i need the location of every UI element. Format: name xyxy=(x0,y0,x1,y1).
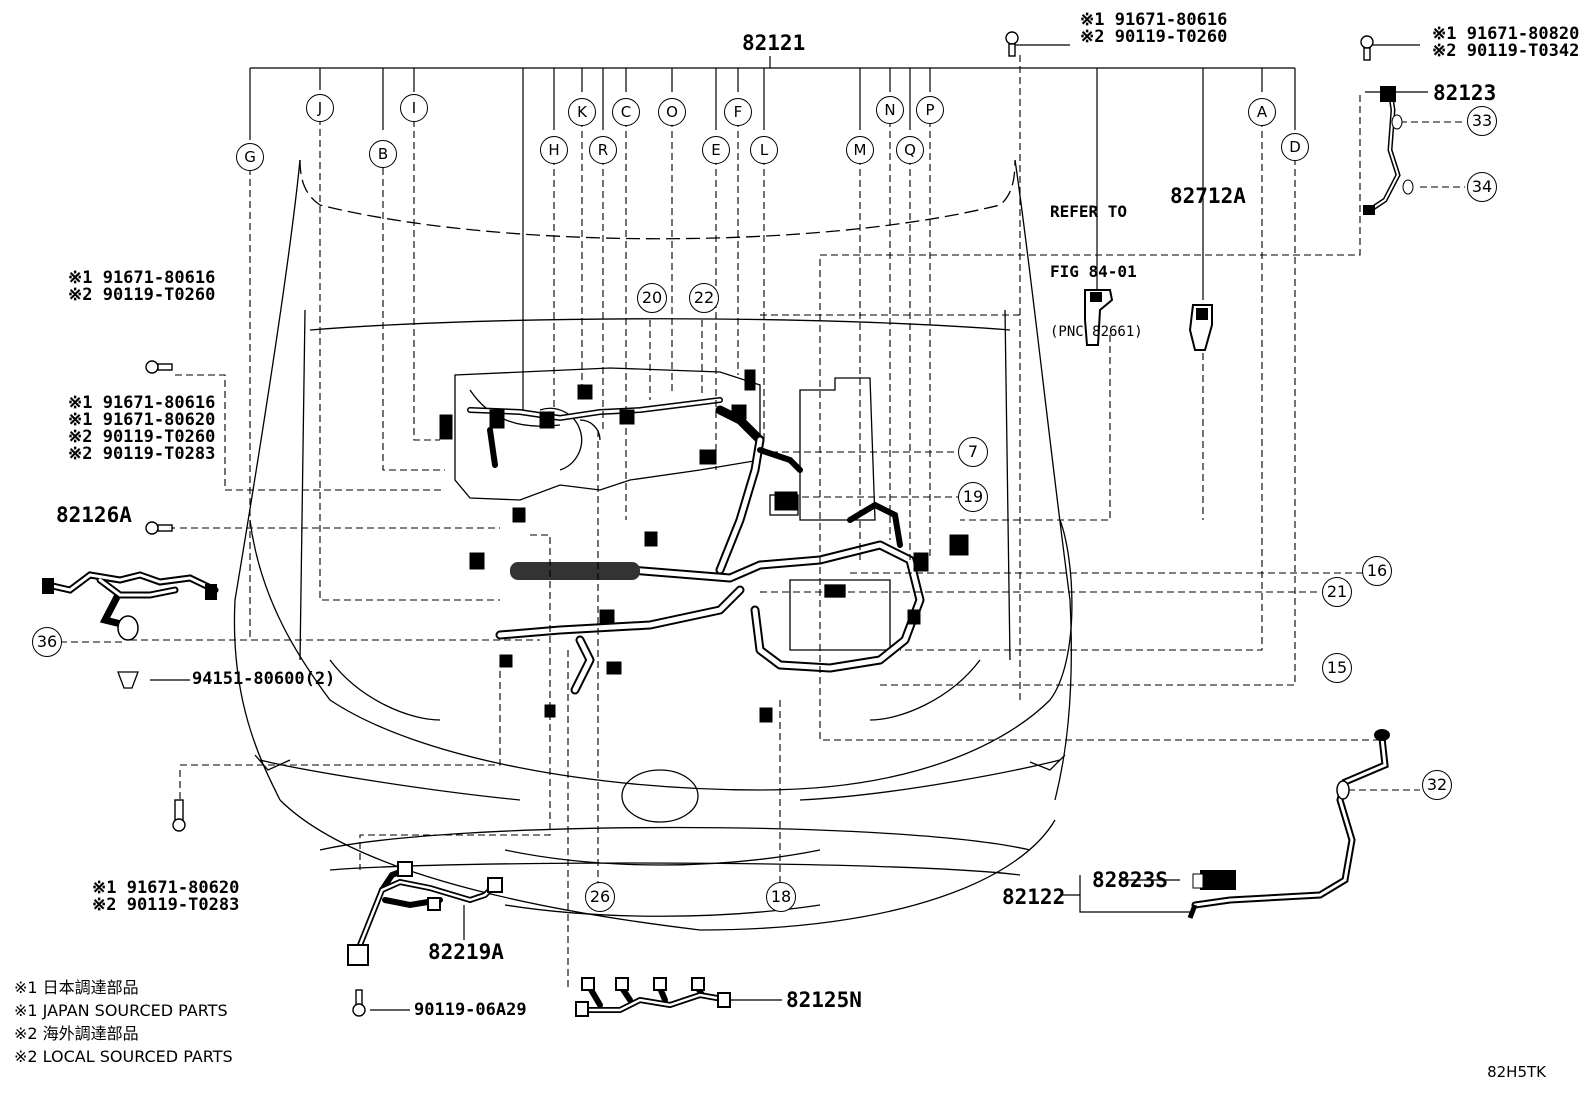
callout-O: O xyxy=(658,98,686,126)
engine-cover xyxy=(454,367,761,501)
refer-line-2: FIG 84-01 xyxy=(1050,262,1137,281)
illustration-code: 82H5TK xyxy=(1487,1063,1546,1081)
callout-Q: Q xyxy=(896,136,924,164)
callout-P: P xyxy=(916,96,944,124)
fastener-left-upper: ※1 91671-80616 ※2 90119-T0260 xyxy=(68,268,216,305)
callout-32: 32 xyxy=(1422,770,1452,800)
refer-line-1: REFER TO xyxy=(1050,202,1128,221)
fastener-bottom-bolt: 90119-06A29 xyxy=(414,1000,527,1020)
legend-line-2: ※1 JAPAN SOURCED PARTS xyxy=(14,1001,228,1020)
bumper-outline xyxy=(249,519,1073,791)
callout-33: 33 xyxy=(1467,106,1497,136)
part-number-82122: 82122 xyxy=(1002,885,1066,909)
fastener-left-middle: ※1 91671-80616 ※1 91671-80620 ※2 90119-T… xyxy=(68,393,216,464)
callout-20: 20 xyxy=(637,283,667,313)
part-number-82823S: 82823S xyxy=(1092,868,1168,892)
callout-7: 7 xyxy=(958,437,988,467)
callout-D: D xyxy=(1281,133,1309,161)
legend-line-4: ※2 LOCAL SOURCED PARTS xyxy=(14,1047,233,1066)
legend-line-3: ※2 海外調達部品 xyxy=(14,1024,139,1043)
callout-M: M xyxy=(846,136,874,164)
callout-J: J xyxy=(306,94,334,122)
callout-22: 22 xyxy=(689,283,719,313)
hood-outline xyxy=(233,159,301,801)
part-number-82123: 82123 xyxy=(1433,81,1497,105)
part-number-82121: 82121 xyxy=(742,31,806,55)
callout-18: 18 xyxy=(766,882,796,912)
part-number-82219A: 82219A xyxy=(428,940,504,964)
callout-N: N xyxy=(876,96,904,124)
callout-C: C xyxy=(612,98,640,126)
fastener-clip: 94151-80600(2) xyxy=(192,669,336,689)
fastener-top-center: ※1 91671-80616 ※2 90119-T0260 xyxy=(1080,10,1228,47)
callout-K: K xyxy=(568,98,596,126)
callout-A: A xyxy=(1248,98,1276,126)
part-number-82125N: 82125N xyxy=(786,988,862,1012)
callout-I: I xyxy=(400,94,428,122)
callout-G: G xyxy=(236,143,264,171)
legend: ※1 日本調達部品 ※1 JAPAN SOURCED PARTS ※2 海外調達… xyxy=(14,980,233,1065)
callout-34: 34 xyxy=(1467,172,1497,202)
callout-L: L xyxy=(750,136,778,164)
callout-R: R xyxy=(589,136,617,164)
refer-line-3: (PNC 82661) xyxy=(1050,324,1143,340)
callout-36: 36 xyxy=(32,627,62,657)
fuse-box xyxy=(799,377,876,521)
emblem-outline xyxy=(621,769,699,823)
harness-82125N xyxy=(577,985,731,1013)
callout-E: E xyxy=(702,136,730,164)
fastener-bottom-left: ※1 91671-80620 ※2 90119-T0283 xyxy=(92,878,240,915)
callout-26: 26 xyxy=(585,882,615,912)
bracket-82123 xyxy=(1367,87,1401,213)
callout-B: B xyxy=(369,140,397,168)
callout-16: 16 xyxy=(1362,556,1392,586)
callout-H: H xyxy=(540,136,568,164)
callout-21: 21 xyxy=(1322,577,1352,607)
part-number-82126A: 82126A xyxy=(56,503,132,527)
part-number-82712A: 82712A xyxy=(1170,184,1246,208)
refer-note: REFER TO FIG 84-01 (PNC 82661) xyxy=(1050,162,1143,362)
fastener-top-right: ※1 91671-80820 ※2 90119-T0342 xyxy=(1432,24,1580,61)
callout-19: 19 xyxy=(958,482,988,512)
callout-F: F xyxy=(724,98,752,126)
legend-line-1: ※1 日本調達部品 xyxy=(14,978,139,997)
callout-15: 15 xyxy=(1322,653,1352,683)
bolt-icons xyxy=(145,31,1374,1017)
sensor-82661 xyxy=(1084,289,1114,346)
